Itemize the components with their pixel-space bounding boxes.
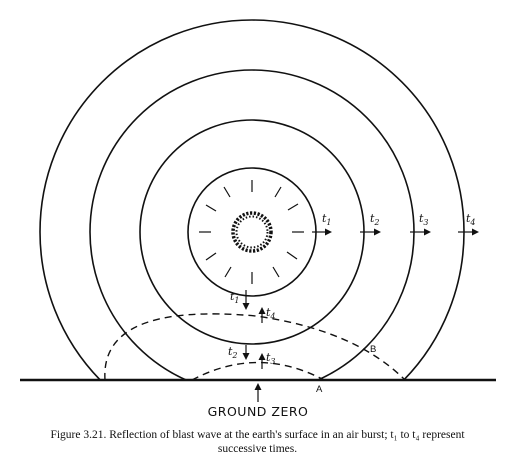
label-t1-down: t1 — [230, 290, 240, 305]
label-t2-down: t2 — [228, 345, 238, 360]
arrow-up-ground-zero — [254, 383, 262, 402]
label-t4-up: t4 — [266, 306, 276, 321]
arrow-up-t3 — [258, 353, 266, 369]
label-t2-right: t2 — [370, 212, 380, 227]
arrow-right-t3 — [410, 228, 431, 236]
reflected-wave-outer — [104, 313, 406, 381]
label-point-b: B — [370, 344, 376, 355]
figure-caption: Figure 3.21. Reflection of blast wave at… — [20, 428, 495, 456]
arrow-up-t4 — [258, 307, 266, 323]
label-t3-up: t3 — [266, 351, 276, 366]
label-t3-right: t3 — [419, 212, 429, 227]
label-point-a: A — [316, 384, 323, 395]
label-t1-right: t1 — [322, 212, 332, 227]
arrow-right-t2 — [360, 228, 381, 236]
fireball-icon — [199, 180, 304, 284]
arrow-down-t1 — [242, 290, 250, 310]
arrow-down-t2 — [242, 345, 250, 360]
caption-line-1: Figure 3.21. Reflection of blast wave at… — [50, 429, 465, 441]
label-t4-right: t4 — [466, 212, 476, 227]
reflected-wave-inner — [191, 361, 325, 381]
arrow-right-t4 — [458, 228, 479, 236]
ground-zero-label: GROUND ZERO — [208, 404, 309, 419]
caption-line-2: successive times. — [217, 443, 298, 455]
arrow-right-t1 — [312, 228, 332, 236]
